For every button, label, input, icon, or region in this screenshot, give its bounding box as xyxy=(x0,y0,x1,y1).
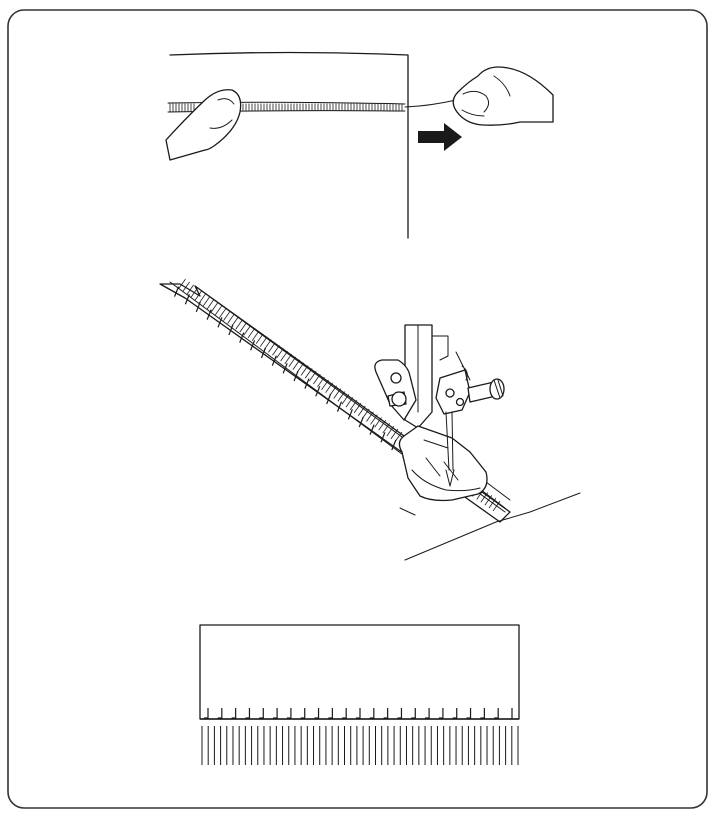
band-hatch xyxy=(321,379,329,391)
needle-icon xyxy=(445,411,455,487)
left-hand-icon xyxy=(165,89,242,161)
band-hatch xyxy=(214,304,223,316)
figure-frame xyxy=(7,9,708,809)
stitch-row-icon xyxy=(200,708,519,720)
band-hatch xyxy=(386,425,395,437)
band-hatch xyxy=(284,353,292,365)
band-hatch xyxy=(182,281,190,293)
fabric-outline-icon xyxy=(399,492,581,561)
band-tick xyxy=(358,416,364,428)
band-hatch xyxy=(219,307,227,318)
band-tick xyxy=(206,309,212,320)
panel-pull-thread xyxy=(165,51,554,239)
band-hatch xyxy=(202,296,211,307)
band-tick xyxy=(293,370,299,382)
band-hatch xyxy=(206,299,215,310)
band-hatch xyxy=(304,368,313,379)
band-hatch xyxy=(247,327,256,339)
band-hatch xyxy=(243,325,252,336)
band-tick xyxy=(173,286,180,297)
right-hand-icon xyxy=(452,66,554,126)
band-tick xyxy=(228,324,234,336)
band-hatch xyxy=(198,293,207,304)
band-hatch xyxy=(194,290,203,301)
band-hatch xyxy=(268,342,276,353)
band-tick xyxy=(369,424,375,435)
band-tick xyxy=(380,432,386,443)
band-tick xyxy=(347,409,353,420)
band-hatch xyxy=(362,408,370,419)
band-tick xyxy=(260,347,267,359)
band-hatch xyxy=(394,431,403,442)
band-hatch xyxy=(370,414,378,425)
fabric-rectangle-icon xyxy=(199,624,520,720)
band-tick xyxy=(184,294,190,305)
band-hatch xyxy=(251,330,260,342)
fabric-edge-icon xyxy=(169,51,409,239)
band-hatch xyxy=(357,405,366,417)
band-hatch xyxy=(186,284,194,295)
band-tick xyxy=(271,355,277,366)
band-hatch xyxy=(313,374,321,385)
band-hatch xyxy=(259,336,268,347)
band-hatch xyxy=(300,365,309,376)
band-tick xyxy=(391,439,397,451)
band-tick xyxy=(282,363,288,374)
band-tick xyxy=(336,401,343,412)
band-hatch xyxy=(239,322,248,333)
fringe-threads-icon xyxy=(201,726,519,765)
band-hatch xyxy=(390,428,399,440)
band-hatch xyxy=(329,385,337,396)
pulled-thread xyxy=(404,99,457,108)
right-arrow-icon xyxy=(418,123,462,151)
band-tick xyxy=(239,332,245,343)
band-hatch xyxy=(337,391,346,402)
panel-fringe-result xyxy=(199,624,520,765)
band-hatch xyxy=(353,402,362,414)
band-hatch xyxy=(255,333,264,344)
band-hatch xyxy=(178,278,186,290)
band-hatch xyxy=(325,382,333,393)
band-hatch xyxy=(374,417,382,428)
band-hatch xyxy=(349,399,358,411)
band-hatch xyxy=(263,339,272,350)
band-tick xyxy=(304,378,310,389)
band-tick xyxy=(250,340,256,351)
band-hatch xyxy=(296,362,305,373)
band-tick xyxy=(195,301,201,313)
band-hatch xyxy=(227,313,235,324)
band-tick xyxy=(217,317,223,328)
band-hatch xyxy=(272,345,280,356)
band-hatch xyxy=(366,411,374,422)
band-hatch xyxy=(210,301,219,313)
panel-sewing-presser-foot xyxy=(159,278,581,561)
band-hatch xyxy=(231,316,239,327)
band-hatch xyxy=(345,397,354,408)
band-hatch xyxy=(280,350,288,362)
band-hatch xyxy=(235,319,243,330)
band-hatch xyxy=(223,310,231,321)
band-hatch xyxy=(378,420,386,431)
band-hatch xyxy=(308,371,317,382)
band-hatch xyxy=(341,394,350,405)
presser-foot-icon xyxy=(374,324,505,502)
band-hatch xyxy=(288,356,297,367)
band-hatch xyxy=(276,348,284,359)
band-tick xyxy=(326,393,332,405)
band-hatch xyxy=(292,359,301,370)
band-hatch xyxy=(333,388,342,399)
band-tick xyxy=(315,386,321,397)
band-hatch xyxy=(190,287,199,298)
band-hatch xyxy=(382,423,391,434)
band-hatch xyxy=(317,376,325,388)
